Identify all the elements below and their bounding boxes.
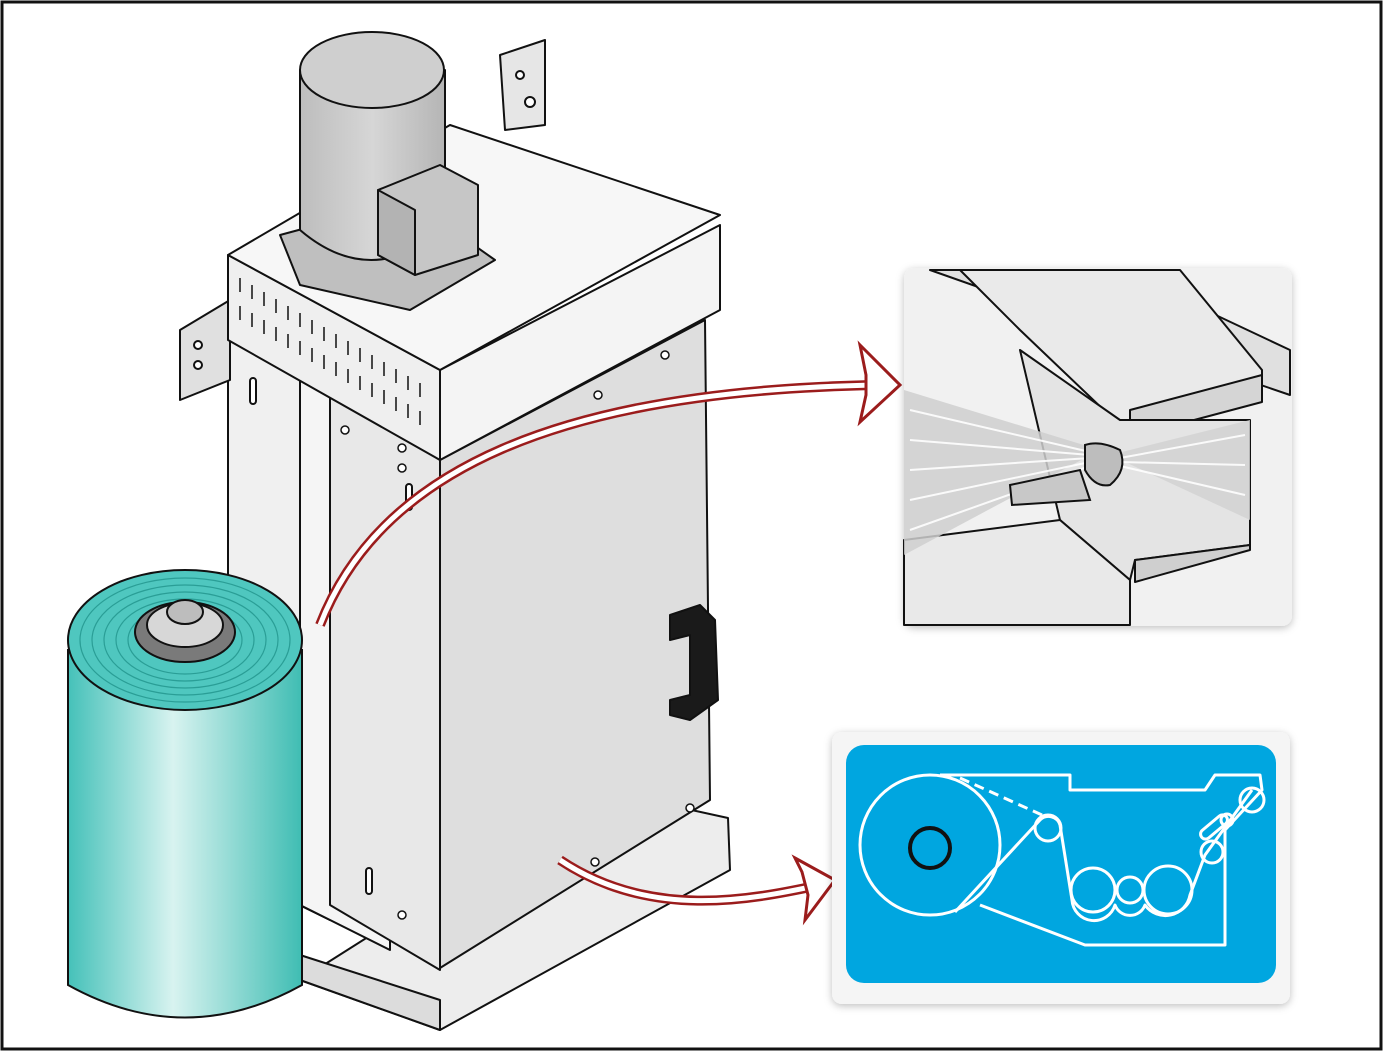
pre-stretch-wrapping-carriage-icon: [179, 31, 731, 1031]
film-threading-path-icon: [832, 732, 1290, 1004]
stretch-film-roll-icon: [67, 569, 303, 1019]
arrows: [315, 340, 903, 926]
wrapped-pallet-load-icon: [903, 268, 1292, 626]
